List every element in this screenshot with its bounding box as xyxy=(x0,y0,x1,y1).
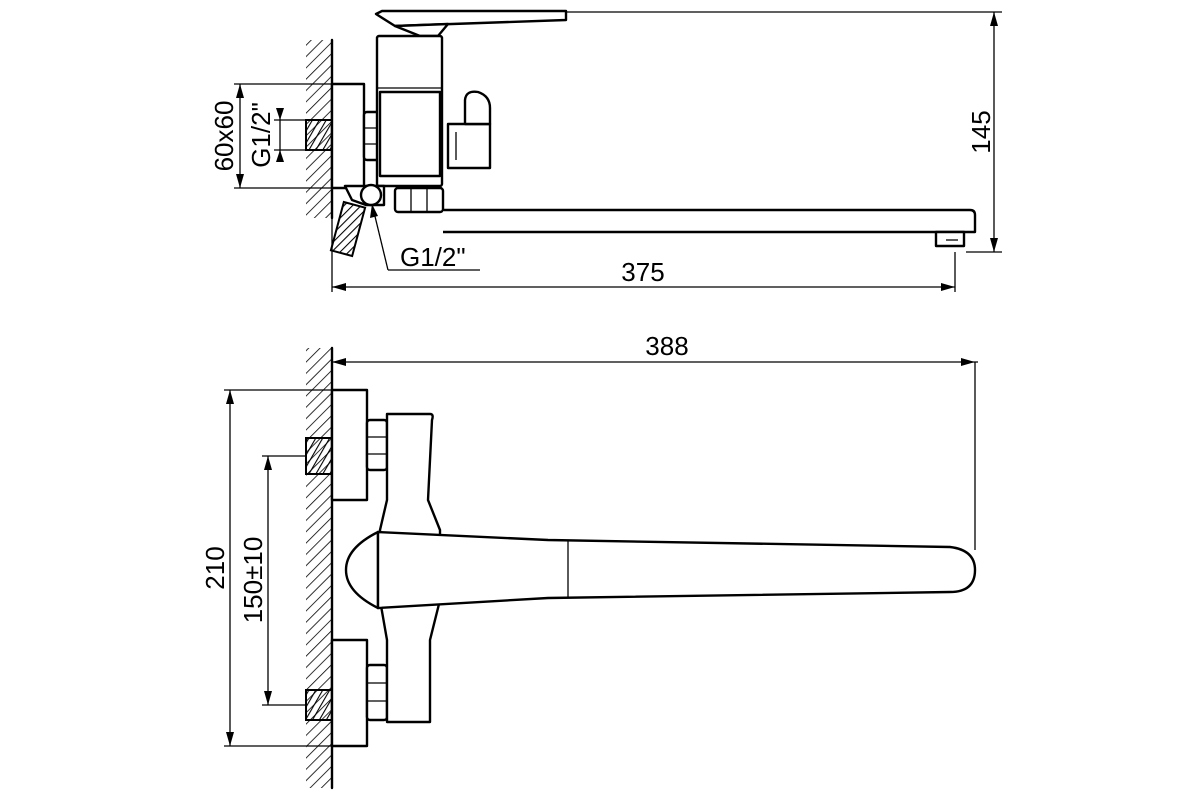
side-view xyxy=(305,9,977,258)
top-upper-nut xyxy=(365,418,389,472)
dim-side-flange-label: 60x60 xyxy=(209,101,239,172)
dim-inlet-spacing-label: 150±10 xyxy=(238,537,268,624)
top-wall-hatch xyxy=(306,348,332,788)
top-upper-inlet-thread xyxy=(305,437,333,475)
top-lower-inlet-thread xyxy=(305,689,333,721)
side-spout-nut xyxy=(393,186,445,214)
top-hub xyxy=(344,530,380,610)
side-flange xyxy=(330,82,366,190)
top-view-dimensions: 388 210 150±10 xyxy=(200,331,978,747)
side-hose-thread xyxy=(329,200,367,258)
top-lower-flange xyxy=(330,638,369,748)
top-upper-flange xyxy=(330,388,369,502)
top-view xyxy=(305,346,977,790)
dim-side-length-label: 375 xyxy=(621,257,664,287)
top-spout xyxy=(376,530,977,610)
side-inlet-thread xyxy=(305,119,333,151)
dim-top-width-label: 210 xyxy=(200,546,230,589)
side-lever-handle xyxy=(374,9,568,28)
side-spout xyxy=(443,208,977,234)
side-spout-aerator xyxy=(934,230,966,248)
dim-top-length-label: 388 xyxy=(645,331,688,361)
dim-height-label: 145 xyxy=(966,110,996,153)
dim-side-inlet-thread-label: G1/2" xyxy=(246,102,276,168)
side-view-dimensions: 60x60 G1/2" 145 G1/2" 375 xyxy=(209,11,1002,292)
side-diverter-knob xyxy=(446,122,492,170)
dim-outlet-thread-label: G1/2" xyxy=(400,242,466,272)
top-lower-nut xyxy=(365,663,389,722)
